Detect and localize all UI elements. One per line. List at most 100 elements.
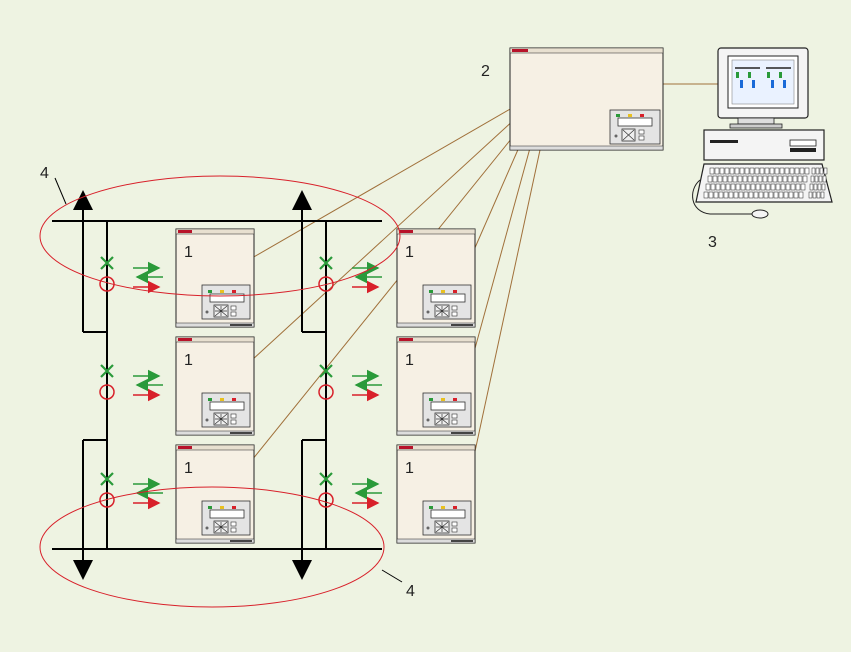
- keyboard-key: [752, 175, 758, 183]
- closed-breaker-icon: [100, 364, 114, 378]
- keyboard-key: [708, 191, 714, 199]
- keyboard-key: [737, 175, 743, 183]
- keyboard-key: [764, 167, 770, 175]
- keyboard-key: [789, 167, 795, 175]
- keyboard-key: [719, 167, 725, 175]
- keyboard-key: [799, 167, 805, 175]
- keyboard-key: [760, 183, 766, 191]
- keyboard-key: [783, 191, 789, 199]
- link-relay-4: [473, 144, 521, 251]
- keyboard-key: [820, 191, 825, 199]
- relay-left-bottom: 1: [175, 444, 255, 544]
- keyboard-key: [814, 175, 819, 183]
- keyboard-key: [784, 167, 790, 175]
- keyboard-key: [816, 191, 821, 199]
- relay-left-top: 1: [175, 228, 255, 328]
- zone-leaders: [54, 177, 403, 583]
- closed-breaker-icon: [319, 364, 333, 378]
- keyboard-key: [739, 167, 745, 175]
- keyboard-key: [727, 175, 733, 183]
- closed-breaker-icon: [100, 472, 114, 486]
- keyboard-key: [777, 175, 783, 183]
- keyboard-key: [750, 183, 756, 191]
- keyboard-key: [817, 183, 822, 191]
- keyboard-key: [713, 191, 719, 199]
- keyboard-key: [742, 175, 748, 183]
- link-relay-2: [251, 117, 517, 361]
- relay-label: 1: [184, 460, 193, 477]
- keyboard-key: [804, 167, 810, 175]
- keyboard-key: [769, 167, 775, 175]
- open-breaker-icon: [99, 276, 115, 292]
- keyboard-key: [743, 191, 749, 199]
- keyboard-key: [792, 175, 798, 183]
- keyboard-key: [703, 191, 709, 199]
- relay-label: 1: [184, 244, 193, 261]
- zone-ellipses: [39, 175, 401, 608]
- keyboard-key: [818, 175, 823, 183]
- keyboard-key: [788, 191, 794, 199]
- keyboard-key: [800, 183, 806, 191]
- computer-case: [703, 129, 825, 161]
- keyboard-key: [795, 183, 801, 191]
- keyboard-key: [722, 175, 728, 183]
- keyboard-key: [744, 167, 750, 175]
- keyboard-key: [709, 167, 715, 175]
- open-breaker-icon: [318, 384, 334, 400]
- keyboard-key: [707, 175, 713, 183]
- keyboard-key: [782, 175, 788, 183]
- open-breaker-icon: [318, 276, 334, 292]
- keyboard-key: [758, 191, 764, 199]
- closed-breaker-icon: [319, 472, 333, 486]
- keyboard-key: [767, 175, 773, 183]
- relay-left-middle: 1: [175, 336, 255, 436]
- busbars: [52, 190, 382, 580]
- relay-label: 1: [405, 460, 414, 477]
- keyboard-key: [748, 191, 754, 199]
- keyboard-key: [765, 183, 771, 191]
- keyboard-key: [755, 183, 761, 191]
- keyboard-key: [821, 183, 826, 191]
- keyboard-key: [797, 175, 803, 183]
- keyboard-key: [811, 167, 816, 175]
- keyboard-key: [798, 191, 804, 199]
- relay-label: 1: [405, 352, 414, 369]
- keyboard-key: [718, 191, 724, 199]
- master-unit: [509, 47, 664, 151]
- keyboard-key: [747, 175, 753, 183]
- keyboard-key: [779, 167, 785, 175]
- relay-label: 1: [405, 244, 414, 261]
- keyboard-key: [710, 183, 716, 191]
- workstation: [692, 47, 833, 219]
- keyboard-key: [749, 167, 755, 175]
- keyboard-key: [733, 191, 739, 199]
- keyboard-key: [763, 191, 769, 199]
- keyboard-key: [802, 175, 808, 183]
- keyboard-key: [757, 175, 763, 183]
- open-breaker-icon: [99, 492, 115, 508]
- keyboard-key: [822, 175, 827, 183]
- link-relay-6: [473, 149, 541, 457]
- keyboard-key: [724, 167, 730, 175]
- breakers: [99, 256, 382, 510]
- keyboard-key: [790, 183, 796, 191]
- keyboard-key: [785, 183, 791, 191]
- zone-label-top: 4: [40, 165, 49, 182]
- relay-right-bottom: 1: [396, 444, 476, 544]
- keyboard-key: [734, 167, 740, 175]
- keyboard-key: [715, 183, 721, 191]
- keyboard-key: [730, 183, 736, 191]
- keyboard-key: [794, 167, 800, 175]
- keyboard-key: [754, 167, 760, 175]
- keyboard-key: [735, 183, 741, 191]
- keyboard-key: [810, 175, 815, 183]
- bottom-zone-ellipse: [39, 486, 385, 608]
- master-label: 2: [481, 63, 490, 80]
- keyboard-key: [720, 183, 726, 191]
- link-relay-3: [251, 127, 521, 461]
- keyboard-key: [759, 167, 765, 175]
- keyboard-key: [738, 191, 744, 199]
- relay-right-top: 1: [396, 228, 476, 328]
- keyboard-key: [815, 167, 820, 175]
